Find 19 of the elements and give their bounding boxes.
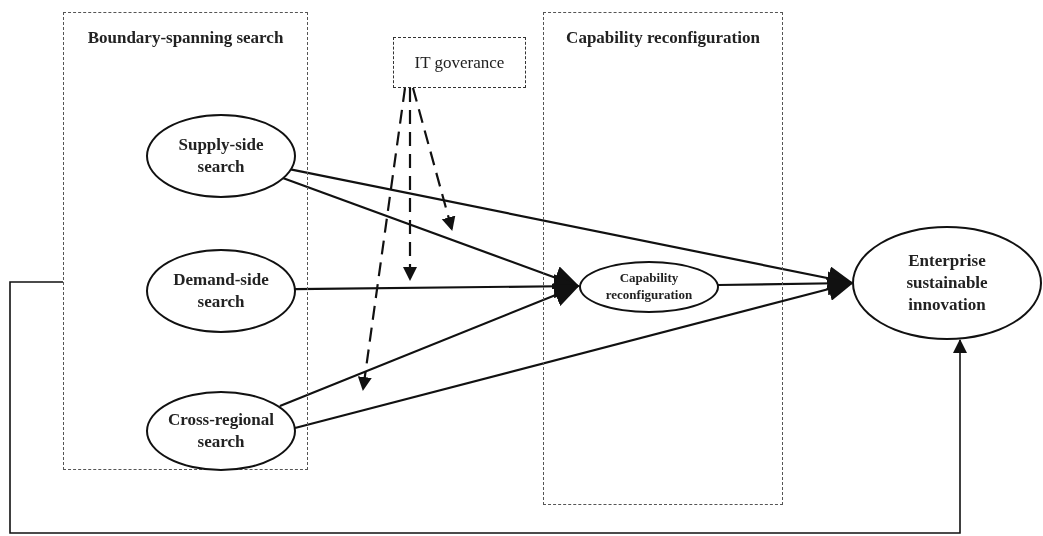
ellipse-label: Capability reconfiguration (604, 270, 694, 304)
dashed-group-frame (543, 12, 783, 505)
dashed-group-frame (63, 12, 308, 470)
arrow (294, 277, 854, 430)
group-title: Boundary-spanning search (86, 27, 285, 48)
group-title: Capability reconfiguration (565, 27, 761, 48)
dashed-arrow (357, 87, 407, 391)
ellipse-label: Cross-regional search (166, 408, 276, 453)
arrow (279, 283, 580, 407)
ellipse-label: Demand-side search (172, 268, 270, 313)
dashed-arrow (411, 87, 456, 231)
ellipse-label: Enterprise sustainable innovation (905, 249, 989, 317)
dashed-box (393, 37, 526, 88)
arrow (9, 281, 967, 534)
dashed-arrow (403, 88, 417, 281)
box-label: IT goverance (414, 52, 505, 73)
arrow (295, 274, 580, 299)
ellipse-label: Supply-side search (177, 133, 265, 178)
arrow (282, 176, 580, 289)
